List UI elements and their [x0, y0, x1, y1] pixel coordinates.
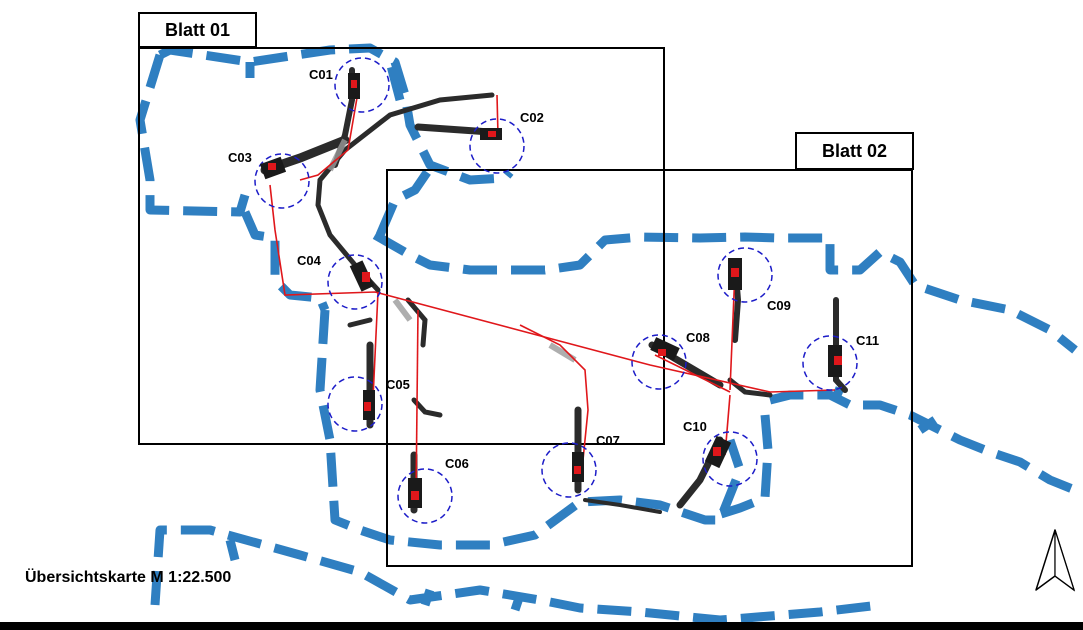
buffer-ring: [631, 334, 687, 390]
site-label-c10: C10: [683, 419, 707, 434]
access-road-north: [315, 92, 495, 293]
map-scale-caption: Übersichtskarte M 1:22.500: [25, 569, 232, 586]
buffer-ring: [702, 431, 758, 487]
sheet-frames: [138, 47, 913, 567]
road-junction-b: [411, 397, 443, 418]
sheet-tab-blatt-02: Blatt 02: [795, 132, 914, 170]
buffer-ring: [802, 335, 858, 391]
buffer-ring: [327, 254, 383, 310]
route-c06: [415, 309, 419, 501]
road-junction-a: [347, 297, 428, 348]
site-c07: [541, 442, 597, 498]
road-c11: [833, 297, 848, 393]
site-c08: [631, 334, 687, 390]
road-c02: [414, 123, 494, 136]
site-c10: [702, 431, 758, 487]
infrastructure: [260, 67, 848, 514]
boundary-south-west: [315, 309, 745, 550]
site-c11: [802, 335, 858, 391]
site-label-c05: C05: [386, 377, 410, 392]
site-label-c03: C03: [228, 150, 252, 165]
site-c06: [397, 468, 453, 524]
site-c03: [254, 153, 310, 209]
sheet-tab-blatt-01: Blatt 01: [138, 12, 257, 48]
buffer-ring: [334, 57, 390, 113]
route-c08: [654, 354, 731, 393]
buffer-ring: [541, 442, 597, 498]
site-c01: [334, 57, 390, 113]
grading-areas: [327, 138, 577, 363]
boundary-east: [716, 386, 1077, 520]
site-label-c07: C07: [596, 433, 620, 448]
site-c04: [327, 254, 383, 310]
route-lines: [269, 91, 836, 501]
buffer-ring: [469, 118, 525, 174]
site-c09: [717, 247, 773, 303]
site-label-c02: C02: [520, 110, 544, 125]
buffer-ring: [397, 468, 453, 524]
buffer-ring: [327, 376, 383, 432]
buffer-ring: [254, 153, 310, 209]
route-c07: [519, 324, 589, 471]
route-main: [269, 184, 836, 393]
site-label-c09: C09: [767, 298, 791, 313]
frame-blatt-02: [386, 169, 913, 567]
site-label-c01: C01: [309, 67, 333, 82]
site-label-c08: C08: [686, 330, 710, 345]
site-c02: [469, 118, 525, 174]
site-label-c04: C04: [297, 253, 321, 268]
site-label-c11: C11: [856, 333, 880, 348]
boundary-central: [372, 165, 1078, 354]
frame-blatt-01: [138, 47, 665, 445]
bottom-border-bar: [0, 622, 1083, 630]
road-south-link: [583, 498, 662, 514]
buffer-ring: [717, 247, 773, 303]
boundary-south: [150, 525, 881, 625]
boundary-lines: [135, 43, 1078, 625]
north-arrow-icon: [1035, 529, 1076, 592]
boundary-west: [135, 43, 514, 312]
site-label-c06: C06: [445, 456, 469, 471]
site-c05: [327, 376, 383, 432]
